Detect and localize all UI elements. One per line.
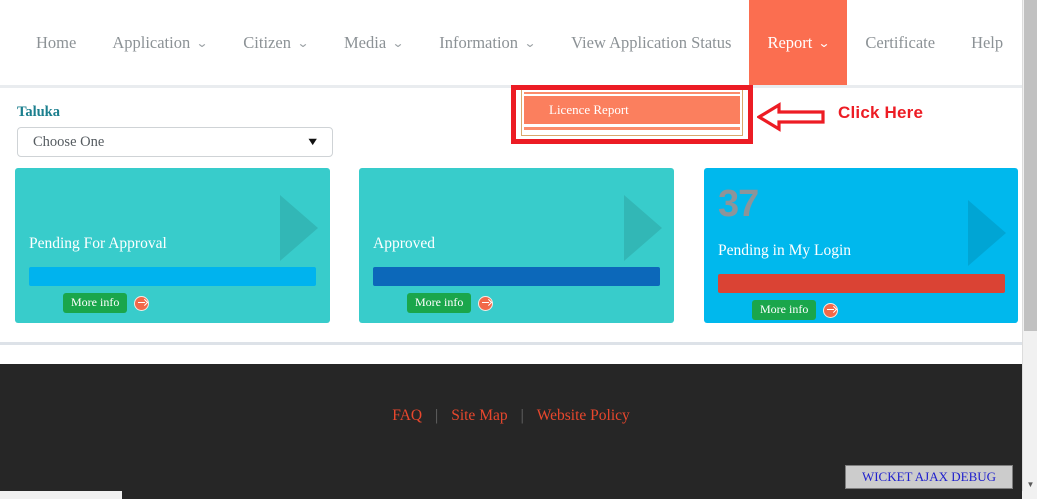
nav-item-view-application-status[interactable]: View Application Status [553, 0, 749, 85]
footer-link-website-policy[interactable]: Website Policy [536, 407, 630, 424]
card-more-info-row: More info [63, 293, 150, 313]
dropdown-item-licence-report[interactable]: Licence Report [524, 96, 740, 124]
arrow-circle-right-icon[interactable] [823, 302, 839, 318]
nav-label-help: Help [971, 32, 1004, 52]
chevron-down-icon: ⌄ [296, 35, 310, 50]
footer-separator: | [520, 407, 524, 424]
nav-item-help[interactable]: Help [953, 0, 1021, 85]
footer-link-faq[interactable]: FAQ [392, 407, 423, 424]
nav-label-application: Application [112, 32, 191, 52]
card-progress-bar [718, 274, 1005, 293]
horizontal-scrollbar-thumb[interactable] [0, 491, 122, 499]
taluka-label: Taluka [17, 104, 60, 120]
card-pending-in-my-login[interactable]: 37 Pending in My Login More info [704, 168, 1018, 323]
chevron-down-icon: ⌄ [523, 35, 537, 50]
nav-label-citizen: Citizen [243, 32, 291, 52]
more-info-button[interactable]: More info [63, 293, 128, 313]
nav-item-information[interactable]: Information ⌄ [421, 0, 553, 85]
wicket-ajax-debug-button[interactable]: WICKET AJAX DEBUG [845, 465, 1013, 489]
chevron-down-icon: ⌄ [195, 35, 209, 50]
more-info-button[interactable]: More info [752, 300, 817, 320]
footer-separator: | [435, 407, 439, 424]
card-approved[interactable]: Approved More info [359, 168, 674, 323]
vertical-scrollbar-thumb[interactable] [1024, 0, 1037, 331]
nav-label-home: Home [36, 32, 77, 52]
dropdown-bottom-bar [524, 127, 740, 130]
arrow-circle-right-icon[interactable] [478, 295, 494, 311]
nav-label-certificate: Certificate [865, 32, 936, 52]
card-more-info-row: More info [752, 300, 839, 320]
main-navigation: Home Application ⌄ Citizen ⌄ Media ⌄ Inf… [0, 0, 1022, 85]
vertical-scrollbar[interactable]: ▼ [1022, 0, 1037, 491]
arrow-circle-right-icon[interactable] [134, 295, 150, 311]
taluka-select[interactable]: Choose One ▼ [17, 127, 333, 157]
nav-label-view-application-status: View Application Status [571, 32, 732, 52]
nav-item-list: Home Application ⌄ Citizen ⌄ Media ⌄ Inf… [18, 0, 1022, 85]
card-count: 37 [718, 183, 759, 225]
card-title: Pending For Approval [29, 235, 167, 252]
scrollbar-corner [1022, 491, 1037, 499]
report-dropdown-menu: Licence Report [521, 88, 743, 136]
chevron-down-icon: ⌄ [391, 35, 405, 50]
more-info-button[interactable]: More info [407, 293, 472, 313]
chevron-down-icon: ▼ [305, 136, 320, 148]
taluka-selected-value: Choose One [33, 133, 105, 150]
nav-item-home[interactable]: Home [18, 0, 94, 85]
annotation-arrow-left-icon [757, 102, 825, 132]
play-triangle-icon [280, 195, 318, 261]
card-progress-bar [373, 267, 660, 286]
dropdown-top-bar [524, 92, 740, 94]
nav-item-media[interactable]: Media ⌄ [326, 0, 421, 85]
footer-link-site-map[interactable]: Site Map [451, 407, 508, 424]
play-triangle-icon [968, 200, 1006, 266]
annotation-click-here-label: Click Here [838, 103, 924, 122]
nav-item-report[interactable]: Report ⌄ [749, 0, 848, 85]
play-triangle-icon [624, 195, 662, 261]
card-more-info-row: More info [407, 293, 494, 313]
filter-section: Taluka Choose One ▼ [0, 88, 1022, 162]
nav-label-information: Information [439, 32, 519, 52]
card-progress-bar [29, 267, 316, 286]
dropdown-item-label: Licence Report [549, 102, 629, 117]
nav-item-citizen[interactable]: Citizen ⌄ [225, 0, 326, 85]
nav-item-certificate[interactable]: Certificate [847, 0, 953, 85]
dashboard-cards: Pending For Approval More info Approved … [0, 168, 1022, 328]
chevron-down-icon: ⌄ [818, 35, 831, 50]
card-pending-for-approval[interactable]: Pending For Approval More info [15, 168, 330, 323]
card-title: Pending in My Login [718, 242, 852, 259]
card-title: Approved [373, 235, 435, 252]
horizontal-scrollbar[interactable] [0, 491, 1037, 499]
nav-item-application[interactable]: Application ⌄ [94, 0, 225, 85]
nav-label-report: Report [767, 32, 813, 52]
footer-link-list: FAQ | Site Map | Website Policy [0, 407, 1022, 425]
page-viewport: Home Application ⌄ Citizen ⌄ Media ⌄ Inf… [0, 0, 1022, 491]
scroll-down-arrow-icon[interactable]: ▼ [1026, 480, 1035, 489]
nav-label-media: Media [344, 32, 387, 52]
content-bottom-divider [0, 342, 1022, 345]
